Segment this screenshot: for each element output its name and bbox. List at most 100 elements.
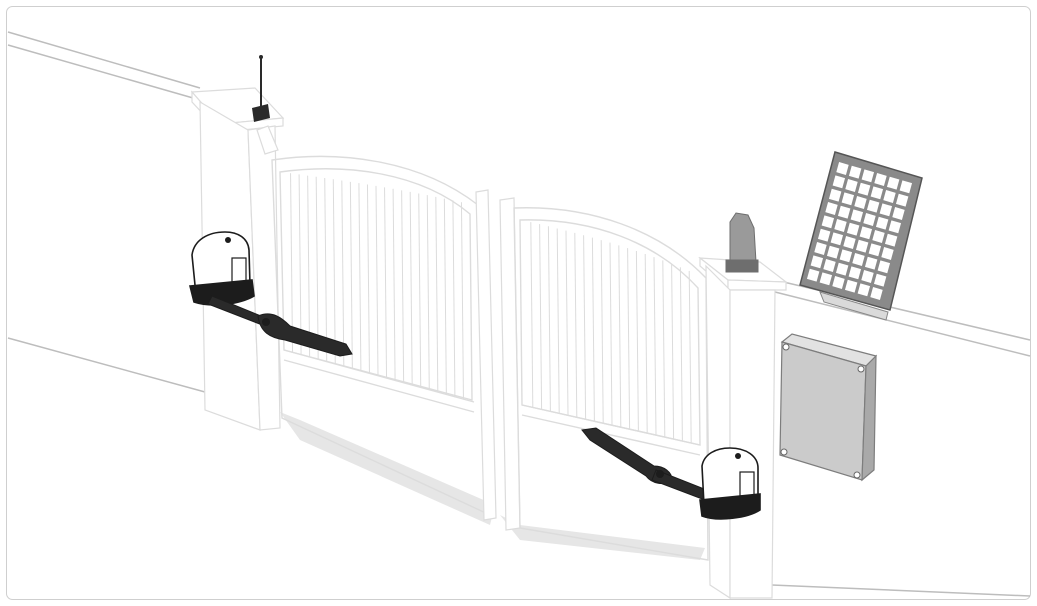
solar-cell — [892, 207, 905, 220]
right-arm-pivot — [656, 470, 664, 478]
gate-slat — [688, 270, 692, 444]
right-gate-leaf — [499, 197, 709, 561]
gate-slat — [653, 257, 657, 436]
right-leaf-rail-mid-2 — [521, 414, 701, 456]
wall-right-bottom-edge — [771, 584, 1031, 597]
solar-panel-cells — [806, 162, 913, 300]
gate-slat — [443, 198, 447, 395]
right-motor-base — [699, 493, 761, 520]
gate-slat — [635, 251, 639, 432]
solar-cell — [806, 268, 820, 282]
solar-cell — [870, 186, 884, 200]
solar-cell — [841, 192, 855, 206]
solar-cell — [837, 205, 851, 219]
solar-cell — [855, 239, 869, 253]
gate-slat — [565, 230, 569, 416]
right-leaf-rail-mid — [521, 404, 701, 446]
antenna-icon — [252, 55, 270, 122]
gate-slat — [662, 260, 666, 438]
left-arm-pivot — [262, 318, 270, 326]
solar-cell — [874, 173, 887, 186]
right-leaf-slats — [530, 222, 692, 444]
solar-cell — [866, 199, 880, 213]
right-leaf-shadow — [500, 515, 705, 560]
solar-cell — [832, 175, 846, 189]
right-motor-panel — [739, 471, 755, 497]
gate-slat — [392, 188, 396, 381]
solar-cell — [886, 176, 900, 190]
solar-cell — [839, 249, 853, 263]
left-leaf-rail-mid — [283, 349, 475, 403]
gate-slat — [307, 175, 311, 358]
solar-cell — [857, 182, 871, 196]
wall-left-top-edge-2 — [7, 44, 201, 101]
left-leaf-shadow — [280, 412, 495, 525]
wall-left — [7, 31, 206, 393]
solar-cell — [848, 165, 862, 179]
control-box-front — [779, 341, 867, 481]
right-leaf-inner-frame — [519, 219, 701, 446]
gate-slat — [583, 235, 587, 420]
solar-cell — [836, 162, 849, 175]
right-motor-cap-dot — [735, 453, 741, 459]
solar-cell — [870, 287, 883, 300]
gate-slat — [375, 185, 379, 377]
gate-slat — [530, 222, 534, 408]
ground-shadow — [280, 412, 705, 560]
control-box-screw-br — [853, 471, 861, 479]
lamp-base — [725, 259, 759, 273]
solar-cell — [888, 220, 902, 234]
image-frame — [6, 6, 1031, 600]
solar-cell — [845, 179, 858, 192]
solar-cell — [834, 219, 847, 232]
gate-slat — [341, 180, 345, 367]
solar-cell — [877, 260, 891, 274]
gate-slat — [435, 196, 439, 393]
solar-cell — [825, 202, 838, 215]
solar-cell — [823, 259, 836, 272]
gate-slat — [349, 181, 353, 369]
solar-cell — [832, 276, 845, 289]
solar-cell — [872, 230, 885, 243]
gate-slat — [366, 184, 370, 374]
left-motor-arm-2 — [257, 313, 353, 357]
gate-slat — [671, 263, 675, 440]
solar-cell — [830, 232, 844, 246]
gate-slat — [401, 190, 405, 384]
solar-cell — [848, 266, 862, 280]
gate-slat — [644, 254, 648, 434]
gate-slat — [460, 202, 464, 400]
solar-cell — [861, 169, 875, 183]
control-box-screw-tr — [857, 365, 865, 373]
left-motor-panel — [231, 257, 247, 283]
solar-cell — [844, 279, 858, 293]
gate-slat — [409, 191, 413, 386]
solar-cell — [868, 243, 882, 257]
solar-cell — [895, 193, 909, 207]
solar-cell — [814, 242, 827, 255]
gate-slat — [418, 193, 422, 388]
right-pillar-front — [705, 264, 731, 600]
wall-left-bottom-edge — [7, 337, 206, 393]
left-hinge-bracket — [256, 125, 279, 155]
solar-cell — [828, 188, 842, 202]
gate-slat — [290, 173, 294, 353]
control-box-icon — [779, 333, 878, 482]
gate-slat — [556, 228, 560, 414]
antenna-tip — [259, 55, 263, 59]
right-pillar — [698, 256, 788, 600]
gate-slat — [547, 226, 551, 412]
solar-cell — [899, 180, 913, 194]
wall-right-top-edge-2 — [774, 291, 1031, 357]
solar-cell — [864, 256, 878, 270]
solar-cell — [835, 262, 849, 276]
gate-motor-icon-right — [581, 427, 761, 520]
left-leaf-center-post — [475, 189, 497, 521]
solar-panel-stand — [819, 291, 889, 321]
solar-cell — [852, 253, 865, 266]
control-box-screw-bl — [780, 448, 788, 456]
left-leaf-inner-frame — [279, 168, 473, 401]
solar-cell — [863, 213, 876, 226]
gate-slat — [600, 240, 604, 424]
